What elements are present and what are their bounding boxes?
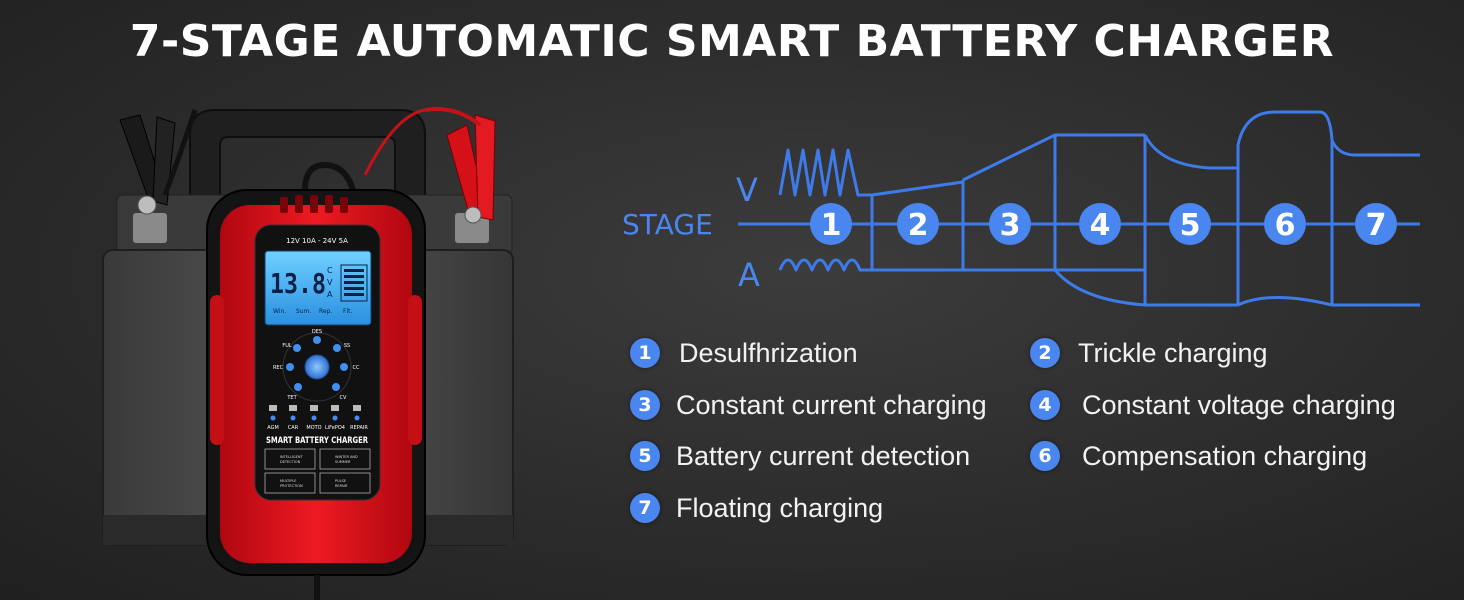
stage-dot-number: 5 xyxy=(1180,208,1201,243)
stage-legend: 1 Desulfhrization 2 Trickle charging 3 C… xyxy=(630,334,1450,534)
charger-brand: SMART BATTERY CHARGER xyxy=(266,436,368,446)
stage-dot-2: 2 xyxy=(897,203,939,245)
charging-stage-diagram: STAGE V A 1 2 3 4 5 6 7 xyxy=(622,110,1420,307)
stage-dot-circle xyxy=(1264,203,1306,245)
feature-2-line-1: WINTER AND xyxy=(335,455,358,459)
stage-dot-circle xyxy=(897,203,939,245)
stage-dot-number: 6 xyxy=(1275,208,1296,243)
feature-3-line-1: MULTIPLE xyxy=(280,479,297,483)
feature-4-line-2: REPAIR xyxy=(335,484,348,488)
lcd-mode-win: Win. xyxy=(273,308,286,315)
lcd-mode-rep: Rep. xyxy=(319,308,332,315)
stage-dot-3: 3 xyxy=(989,203,1031,245)
type-lifepo4: LiFePO4 xyxy=(325,425,345,431)
legend-item-2: 2 Trickle charging xyxy=(1030,337,1268,369)
lcd-unit-a: A xyxy=(327,290,333,299)
mode-button xyxy=(304,354,330,380)
ring-label-rec: REC xyxy=(273,365,284,371)
legend-item-7: 7 Floating charging xyxy=(630,492,883,524)
legend-number-badge: 7 xyxy=(630,493,660,523)
feature-4-line-1: PULSE xyxy=(335,479,346,483)
stage-dot-circle xyxy=(810,203,852,245)
stage-dot-number: 4 xyxy=(1090,208,1111,243)
type-repair: REPAIR xyxy=(350,425,368,431)
lcd-mode-sum: Sum. xyxy=(296,308,311,315)
legend-number-badge: 6 xyxy=(1030,441,1060,471)
legend-item-4: 4 Constant voltage charging xyxy=(1030,389,1396,421)
stage-dot-7: 7 xyxy=(1355,203,1397,245)
stage-dot-4: 4 xyxy=(1079,203,1121,245)
lcd-unit-c: C xyxy=(327,266,333,275)
type-agm: AGM xyxy=(267,425,279,431)
voltage-pulses xyxy=(778,148,872,197)
legend-number-badge: 5 xyxy=(630,441,660,471)
red-clamp xyxy=(363,107,496,224)
lcd-value: 13.8 xyxy=(270,267,326,300)
page-title: 7-STAGE AUTOMATIC SMART BATTERY CHARGER xyxy=(129,16,1335,67)
legend-number-badge: 3 xyxy=(630,390,660,420)
ring-label-cc: CC xyxy=(353,365,360,371)
ring-label-cv: CV xyxy=(340,395,347,401)
legend-number-badge: 2 xyxy=(1030,338,1060,368)
current-label: A xyxy=(738,256,760,294)
stage-dot-circle xyxy=(989,203,1031,245)
legend-text: Constant current charging xyxy=(676,389,987,420)
type-car: CAR xyxy=(288,425,299,431)
legend-text: Battery current detection xyxy=(676,440,971,471)
ring-label-ss: SS xyxy=(344,343,350,349)
voltage-label: V xyxy=(736,171,758,209)
legend-text: Floating charging xyxy=(676,492,884,523)
ring-label-tet: TET xyxy=(286,395,297,401)
stage-dot-circle xyxy=(1079,203,1121,245)
stage-dot-5: 5 xyxy=(1169,203,1211,245)
legend-text: Compensation charging xyxy=(1082,440,1368,471)
legend-text: Trickle charging xyxy=(1078,337,1268,368)
charger-product-image: 12V 10A - 24V 5A 13.8 C V A Win. Sum. Re… xyxy=(102,107,514,600)
type-moto: MOTO xyxy=(306,425,321,431)
stage-dot-number: 3 xyxy=(1000,208,1021,243)
black-clamp xyxy=(119,109,198,215)
ring-label-des: DES xyxy=(312,329,322,335)
feature-2-line-2: SUMMER xyxy=(335,460,351,464)
stage-dot-circle xyxy=(1169,203,1211,245)
legend-number-badge: 4 xyxy=(1030,390,1060,420)
lcd-mode-flt: Flt. xyxy=(343,308,352,315)
stage-dot-number: 1 xyxy=(821,208,842,243)
stage-dot-6: 6 xyxy=(1264,203,1306,245)
stage-label: STAGE xyxy=(622,208,713,241)
legend-item-6: 6 Compensation charging xyxy=(1030,440,1367,472)
ring-label-ful: FUL xyxy=(282,343,292,349)
legend-item-5: 5 Battery current detection xyxy=(630,440,970,472)
feature-1-line-2: DETECTION xyxy=(280,460,301,464)
stage-dot-circle xyxy=(1355,203,1397,245)
stage-dot-1: 1 xyxy=(810,203,852,245)
feature-3-line-2: PROTECTION xyxy=(280,484,303,488)
legend-number-badge: 1 xyxy=(630,338,660,368)
legend-text: Constant voltage charging xyxy=(1082,389,1396,420)
stage-dot-number: 2 xyxy=(908,208,929,243)
legend-item-3: 3 Constant current charging xyxy=(630,389,987,421)
charger-rating: 12V 10A - 24V 5A xyxy=(286,237,348,245)
current-ripple xyxy=(778,258,872,272)
feature-1-line-1: INTELLIGENT xyxy=(280,455,303,459)
legend-text: Desulfhrization xyxy=(679,337,858,368)
lcd-unit-v: V xyxy=(327,278,333,287)
stage-dot-number: 7 xyxy=(1366,208,1387,243)
legend-item-1: 1 Desulfhrization xyxy=(630,337,858,369)
